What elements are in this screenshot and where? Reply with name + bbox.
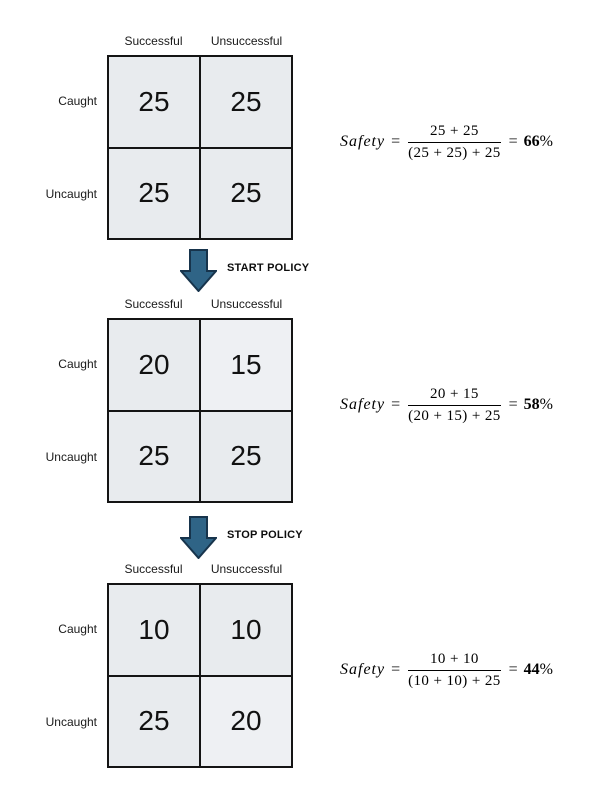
column-label-successful: Successful: [124, 34, 183, 48]
equation-numerator: 25 + 25: [408, 123, 501, 143]
equation-result: 58%: [523, 396, 553, 413]
equation-numerator: 10 + 10: [408, 651, 501, 671]
row-label-caught: Caught: [58, 622, 97, 636]
safety-term: Safety: [340, 661, 386, 678]
stop-policy-section: Successful Unsuccessful Caught Uncaught …: [0, 562, 616, 768]
equation-denominator: (20 + 15) + 25: [408, 407, 501, 424]
equation-denominator: (10 + 10) + 25: [408, 672, 501, 689]
matrix-cell-uncaught-successful: 25: [109, 148, 199, 238]
down-arrow-icon: [180, 249, 217, 292]
stop-policy-transition: STOP POLICY: [0, 516, 616, 559]
equation-lhs: Safety =: [340, 396, 400, 414]
matrix-cell-uncaught-successful: 25: [109, 676, 199, 766]
equation-numerator: 20 + 15: [408, 386, 501, 406]
equals-sign: =: [391, 133, 401, 150]
percent-sign: %: [539, 133, 553, 150]
down-arrow-icon: [180, 516, 217, 559]
start-policy-transition: START POLICY: [0, 249, 616, 292]
percent-sign: %: [539, 661, 553, 678]
matrix-cell-caught-successful: 10: [109, 585, 199, 675]
equals-sign: =: [391, 661, 401, 678]
safety-equation: Safety = 25 + 25 (25 + 25) + 25 = 66%: [340, 117, 553, 167]
equation-fraction: 20 + 15 (20 + 15) + 25: [408, 386, 501, 425]
matrix-cell-caught-unsuccessful: 10: [201, 585, 291, 675]
equation-result-group: = 66%: [509, 133, 553, 151]
equation-lhs: Safety =: [340, 133, 400, 151]
column-label-unsuccessful: Unsuccessful: [210, 297, 283, 311]
confusion-matrix-stop-policy: 10 10 25 20: [107, 583, 293, 768]
start-policy-label: START POLICY: [227, 262, 310, 274]
stop-policy-label: STOP POLICY: [227, 529, 303, 541]
equals-sign: =: [391, 396, 401, 413]
start-policy-section: Successful Unsuccessful Caught Uncaught …: [0, 297, 616, 503]
matrix-cell-uncaught-unsuccessful: 20: [201, 676, 291, 766]
equation-result-group: = 58%: [509, 396, 553, 414]
matrix-cell-caught-unsuccessful: 15: [201, 320, 291, 410]
confusion-matrix-start-policy: 20 15 25 25: [107, 318, 293, 503]
equals-sign: =: [508, 396, 518, 413]
matrix-cell-uncaught-unsuccessful: 25: [201, 148, 291, 238]
row-label-uncaught: Uncaught: [45, 187, 97, 201]
matrix-cell-uncaught-successful: 25: [109, 411, 199, 501]
row-label-caught: Caught: [58, 94, 97, 108]
safety-term: Safety: [340, 133, 386, 150]
confusion-matrix-baseline: 25 25 25 25: [107, 55, 293, 240]
row-label-uncaught: Uncaught: [45, 450, 97, 464]
column-label-successful: Successful: [124, 562, 183, 576]
equals-sign: =: [508, 661, 518, 678]
equals-sign: =: [508, 133, 518, 150]
equation-result-group: = 44%: [509, 661, 553, 679]
matrix-cell-uncaught-unsuccessful: 25: [201, 411, 291, 501]
percent-sign: %: [539, 396, 553, 413]
row-label-uncaught: Uncaught: [45, 715, 97, 729]
safety-equation: Safety = 20 + 15 (20 + 15) + 25 = 58%: [340, 380, 553, 430]
baseline-section: Successful Unsuccessful Caught Uncaught …: [0, 34, 616, 240]
column-label-unsuccessful: Unsuccessful: [210, 34, 283, 48]
matrix-cell-caught-successful: 25: [109, 57, 199, 147]
row-label-caught: Caught: [58, 357, 97, 371]
safety-term: Safety: [340, 396, 386, 413]
equation-lhs: Safety =: [340, 661, 400, 679]
matrix-cell-caught-unsuccessful: 25: [201, 57, 291, 147]
equation-fraction: 25 + 25 (25 + 25) + 25: [408, 123, 501, 162]
matrix-cell-caught-successful: 20: [109, 320, 199, 410]
column-labels: Successful Unsuccessful: [107, 34, 293, 48]
column-label-unsuccessful: Unsuccessful: [210, 562, 283, 576]
column-label-successful: Successful: [124, 297, 183, 311]
safety-equation: Safety = 10 + 10 (10 + 10) + 25 = 44%: [340, 645, 553, 695]
equation-fraction: 10 + 10 (10 + 10) + 25: [408, 651, 501, 690]
column-labels: Successful Unsuccessful: [107, 297, 293, 311]
equation-result: 44%: [523, 661, 553, 678]
column-labels: Successful Unsuccessful: [107, 562, 293, 576]
equation-result: 66%: [523, 133, 553, 150]
equation-denominator: (25 + 25) + 25: [408, 144, 501, 161]
